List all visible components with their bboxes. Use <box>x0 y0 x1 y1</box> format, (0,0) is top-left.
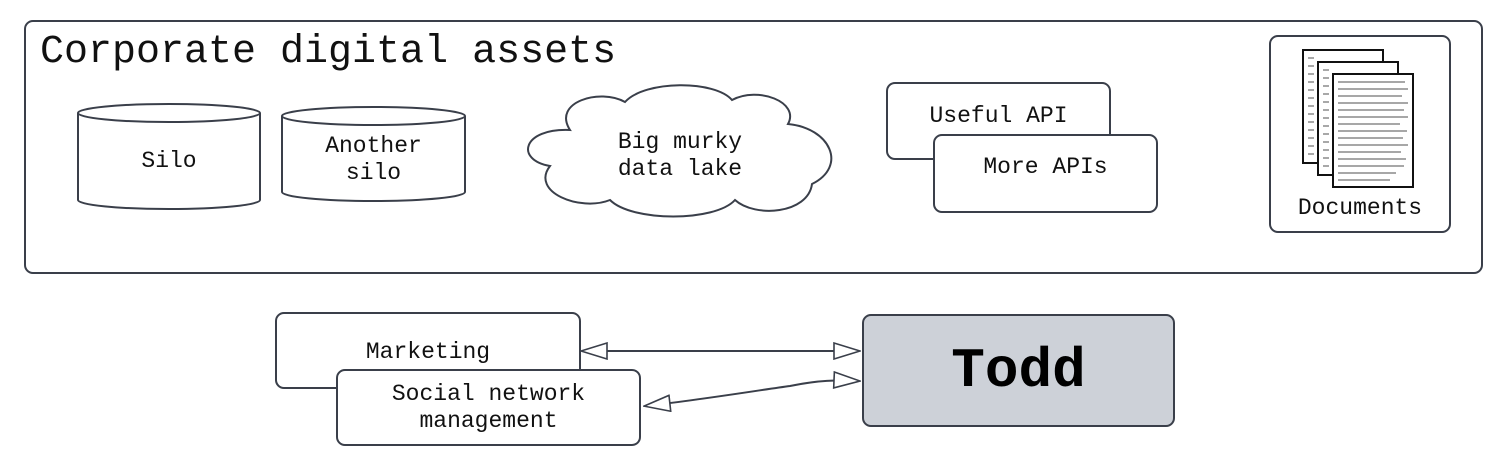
social-network-box <box>336 369 641 446</box>
social-network-label: Social network management <box>391 380 586 434</box>
more-apis-box <box>933 134 1158 213</box>
documents-label: Documents <box>1297 194 1423 221</box>
another-silo-label: Another silo <box>325 133 422 186</box>
container-title: Corporate digital assets <box>40 30 617 75</box>
social-todd-arrow <box>645 381 859 406</box>
todd-box: Todd <box>862 314 1175 427</box>
more-apis-label: More APIs <box>983 153 1108 180</box>
marketing-label: Marketing <box>365 338 491 365</box>
silo-label: Silo <box>141 147 197 174</box>
useful-api-label: Useful API <box>929 102 1068 129</box>
another-silo-cylinder <box>281 106 466 203</box>
documents-stack-icon <box>1302 49 1414 188</box>
todd-label: Todd <box>951 338 1086 403</box>
documents-box <box>1269 35 1451 233</box>
silo-cylinder <box>77 103 261 210</box>
data-lake-cloud <box>527 84 833 218</box>
data-lake-label: Big murky data lake <box>617 129 743 182</box>
